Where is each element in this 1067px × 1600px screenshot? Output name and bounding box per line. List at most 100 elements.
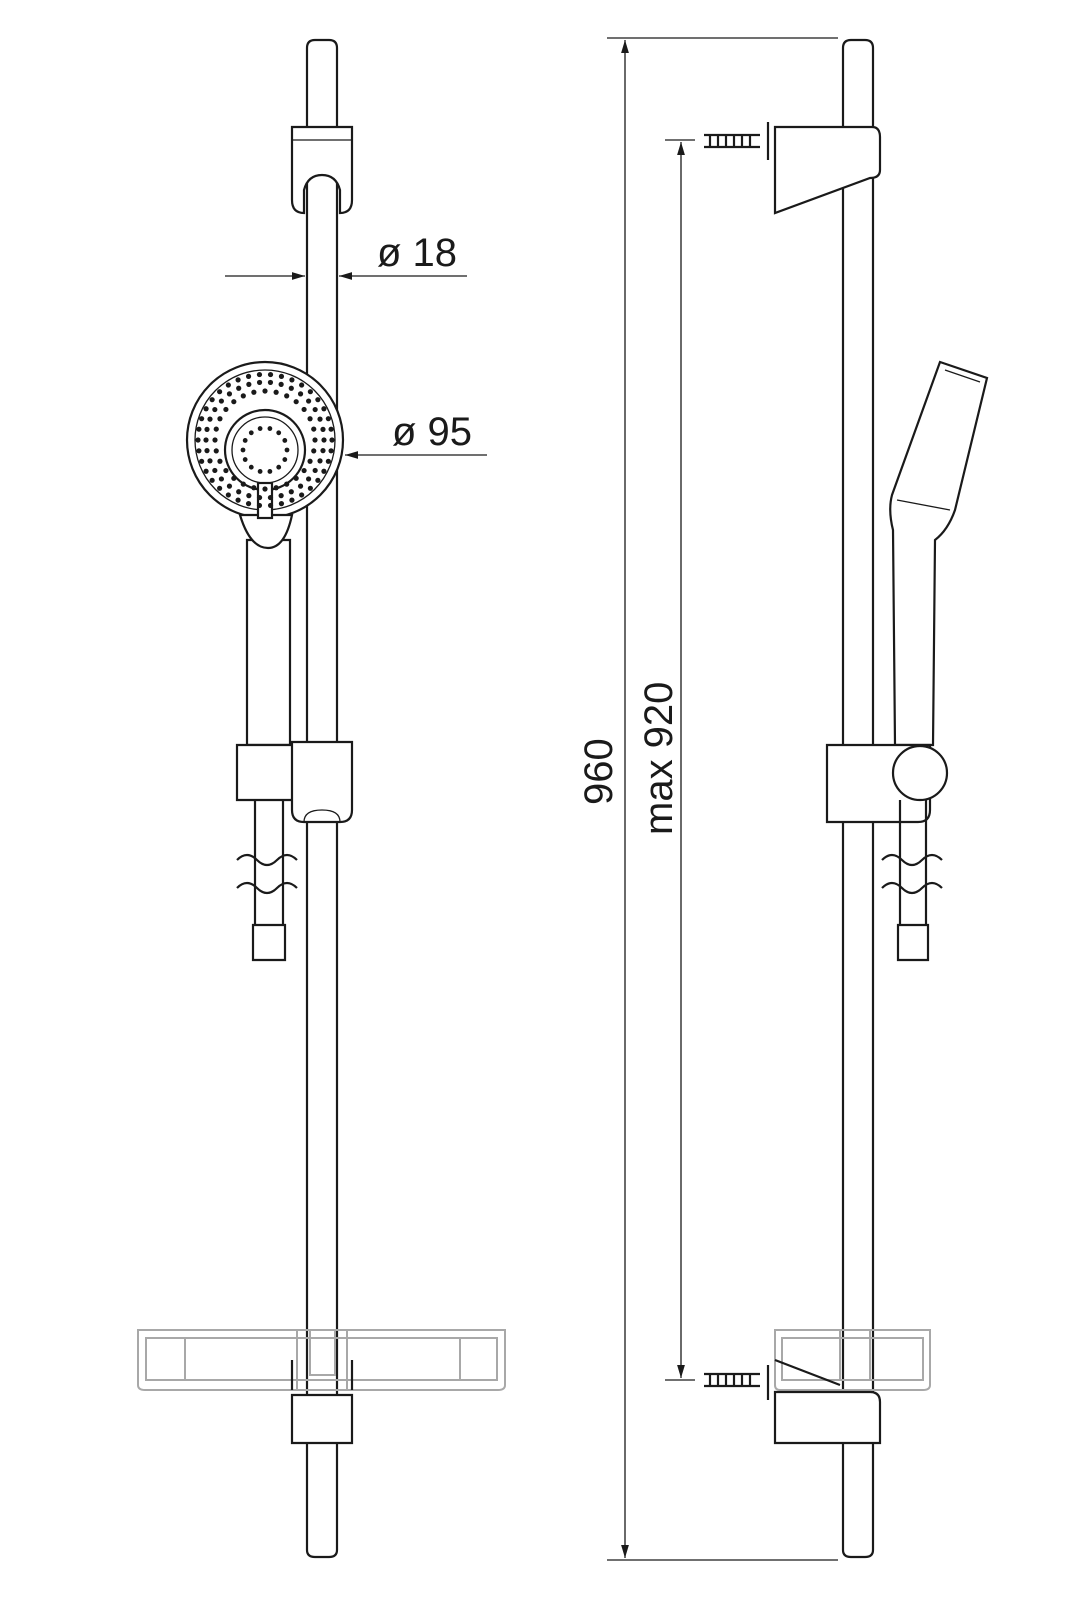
front-hose [253, 800, 285, 925]
spray-nozzle [242, 438, 248, 443]
spray-nozzle [278, 493, 284, 499]
spray-nozzle [276, 430, 282, 436]
spray-nozzle [299, 492, 305, 498]
spray-nozzle [301, 467, 307, 474]
bracket-spacing-label: max 920 [637, 682, 681, 835]
spray-nozzle [225, 382, 231, 388]
spray-nozzle [236, 489, 242, 495]
spray-nozzle [262, 486, 268, 492]
spray-nozzle [209, 397, 215, 403]
side-slider-knob [891, 744, 949, 802]
spray-nozzle [315, 397, 321, 403]
spray-nozzle [307, 416, 313, 422]
spray-nozzle [235, 377, 241, 383]
spray-nozzle [317, 416, 323, 422]
spray-nozzle [307, 389, 313, 395]
spray-nozzle [311, 426, 317, 432]
top-wall-plug-icon [704, 133, 760, 149]
spray-nozzle [196, 448, 202, 454]
spray-nozzle [267, 371, 274, 378]
spray-nozzle [256, 502, 263, 509]
spray-nozzle [245, 373, 252, 379]
front-rail [305, 38, 339, 1559]
spray-nozzle [256, 379, 263, 386]
spray-nozzle [312, 437, 318, 443]
head-diameter-label: ø 95 [392, 410, 472, 454]
spray-nozzle [209, 477, 215, 483]
spray-nozzle [212, 437, 218, 443]
spray-nozzle [242, 457, 248, 462]
spray-nozzle [217, 416, 223, 422]
spray-nozzle [278, 373, 285, 379]
spray-nozzle [223, 406, 229, 413]
spray-nozzle [223, 467, 229, 474]
spray-nozzle [226, 391, 233, 397]
side-top-bracket [773, 125, 882, 215]
spray-nozzle [204, 448, 210, 454]
spray-nozzle [267, 426, 273, 431]
spray-nozzle [203, 468, 209, 474]
spray-nozzle [199, 458, 205, 464]
front-soap-dish [137, 1329, 506, 1391]
spray-nozzle [312, 406, 318, 413]
spray-nozzle [325, 458, 331, 464]
spray-nozzle [273, 485, 279, 491]
spray-nozzle [236, 385, 242, 391]
spray-nozzle [217, 485, 223, 491]
total-height-label: 960 [577, 738, 621, 805]
spray-nozzle [251, 485, 257, 491]
spray-nozzle [284, 447, 290, 453]
side-view: 960 max 920 [577, 37, 989, 1561]
front-slider-holder [235, 743, 297, 802]
spray-nozzle [257, 469, 263, 474]
spray-nozzle [320, 426, 326, 432]
spray-nozzle [307, 458, 313, 464]
spray-nozzle [204, 426, 210, 432]
side-rail [841, 38, 875, 1559]
spray-nozzle [248, 430, 254, 436]
spray-nozzle [267, 502, 274, 509]
rail-diameter-label: ø 18 [377, 231, 457, 275]
spray-nozzle [231, 475, 237, 481]
spray-nozzle [207, 458, 213, 464]
spray-nozzle [297, 483, 304, 489]
spray-nozzle [325, 416, 331, 422]
spray-nozzle [212, 406, 218, 413]
spray-nozzle [262, 388, 268, 394]
spray-nozzle [225, 492, 231, 498]
spray-nozzle [312, 467, 318, 474]
spray-nozzle [248, 464, 254, 470]
spray-nozzle [218, 476, 224, 482]
spray-nozzle [289, 497, 295, 503]
spray-nozzle [256, 371, 263, 378]
spray-nozzle [284, 393, 290, 399]
spray-nozzle [257, 426, 263, 431]
spray-nozzle [217, 458, 223, 464]
spray-nozzle [315, 477, 321, 483]
spray-nozzle [321, 437, 327, 443]
spray-nozzle [226, 483, 233, 489]
spray-nozzle [218, 398, 224, 404]
spray-nozzle [267, 469, 273, 474]
spray-nozzle [328, 426, 334, 432]
bottom-wall-plug-icon [704, 1372, 760, 1388]
spray-nozzle [246, 381, 252, 387]
spray-nozzle [213, 426, 219, 432]
spray-nozzle [251, 389, 257, 395]
spray-nozzle [306, 476, 312, 482]
spray-nozzle [278, 501, 285, 507]
shower-head [185, 360, 345, 550]
spray-nozzle [320, 448, 326, 454]
spray-nozzle [282, 438, 288, 443]
spray-nozzle [196, 426, 202, 432]
front-bottom-bracket [290, 1393, 354, 1445]
spray-nozzle [240, 447, 246, 453]
spray-nozzle [317, 458, 323, 464]
spray-nozzle [299, 382, 305, 388]
spray-nozzle [282, 457, 288, 462]
spray-nozzle [307, 485, 313, 491]
front-view: ø 18 ø 95 [137, 38, 506, 1559]
spray-nozzle [301, 406, 307, 413]
spray-nozzle [328, 448, 334, 454]
spray-nozzle [293, 399, 299, 405]
